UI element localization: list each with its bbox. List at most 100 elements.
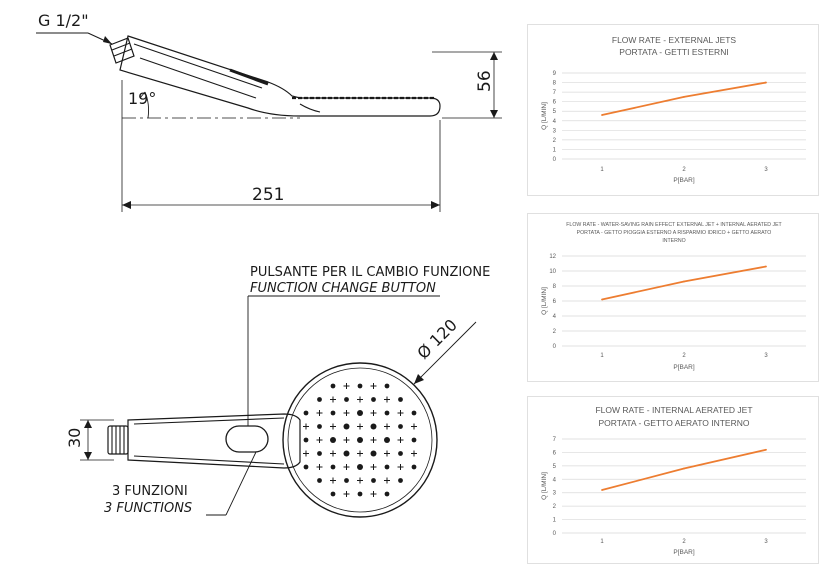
y-tick-label: 4: [553, 314, 557, 320]
nozzle-hole: [303, 464, 309, 470]
nozzle-cross: [357, 396, 363, 403]
nozzle-cross: [343, 410, 350, 416]
y-tick-label: 4: [553, 477, 557, 483]
x-axis-label: P[BAR]: [673, 549, 695, 556]
chart-title-line: PORTATA - GETTO PIOGGIA ESTERNO A RISPAR…: [577, 230, 772, 236]
button-label-en: FUNCTION CHANGE BUTTON: [250, 281, 436, 296]
data-point: [765, 81, 767, 84]
nozzle-hole: [317, 451, 322, 456]
nozzle-hole: [343, 423, 350, 430]
nozzle-hole: [357, 383, 363, 389]
nozzle-hole: [384, 383, 390, 389]
x-tick-label: 3: [764, 539, 768, 545]
y-tick-label: 0: [553, 344, 557, 350]
series-line: [601, 265, 767, 301]
nozzle-hole: [398, 397, 403, 402]
nozzle-hole: [330, 383, 336, 389]
y-tick-label: 7: [553, 437, 557, 443]
y-tick-label: 2: [553, 504, 557, 510]
data-point: [601, 489, 603, 491]
data-point: [765, 448, 767, 451]
data-point: [683, 280, 685, 283]
nozzle-cross: [384, 450, 390, 457]
nozzle-cross: [370, 383, 377, 389]
y-tick-label: 8: [553, 81, 557, 87]
thread-label: G 1/2": [38, 11, 89, 30]
nozzle-hole: [411, 464, 417, 470]
nozzle-hole: [398, 451, 403, 456]
nozzle-hole: [411, 410, 417, 416]
y-tick-label: 12: [549, 254, 556, 260]
shower-head-nozzles: [303, 383, 417, 497]
nozzle-cross: [384, 423, 390, 430]
x-axis-label: P[BAR]: [673, 177, 695, 184]
x-tick-label: 3: [764, 167, 768, 173]
nozzle-hole: [330, 464, 336, 470]
nozzle-cross: [316, 410, 323, 416]
data-point: [765, 265, 767, 268]
y-tick-label: 5: [553, 109, 557, 115]
nozzle-hole: [317, 424, 322, 429]
nozzle-cross: [343, 383, 350, 389]
nozzle-cross: [384, 477, 390, 484]
nozzle-hole: [344, 478, 349, 483]
diameter-dimension: Ø 120: [413, 315, 461, 363]
nozzle-cross: [370, 464, 377, 470]
nozzle-hole: [371, 397, 376, 402]
y-axis-label: Q [L/MIN]: [541, 472, 548, 500]
y-axis-label: Q [L/MIN]: [541, 287, 548, 315]
technical-drawing: G 1/2" 56 19° 251 PULSANTE P: [36, 11, 502, 518]
data-point: [683, 95, 685, 98]
y-tick-label: 6: [553, 299, 557, 305]
nozzle-cross: [370, 491, 377, 497]
nozzle-hole: [317, 397, 322, 402]
nozzle-hole: [330, 410, 336, 416]
nozzle-cross: [370, 437, 377, 443]
series-line: [601, 448, 767, 491]
y-tick-label: 3: [553, 491, 557, 497]
nozzle-cross: [397, 410, 404, 416]
y-tick-label: 6: [553, 450, 557, 456]
x-tick-label: 1: [600, 353, 604, 359]
nozzle-hole: [398, 424, 403, 429]
y-tick-label: 0: [553, 531, 557, 537]
y-tick-label: 4: [553, 119, 557, 125]
angle-dimension: 19°: [128, 89, 156, 108]
nozzle-cross: [330, 396, 336, 403]
chart-title-line: FLOW RATE - INTERNAL AERATED JET: [595, 405, 752, 415]
chart-title-line: FLOW RATE - WATER-SAVING RAIN EFFECT EXT…: [566, 222, 782, 228]
nozzle-cross: [411, 450, 417, 457]
x-tick-label: 2: [682, 167, 686, 173]
nozzle-hole: [371, 478, 376, 483]
nozzle-hole: [303, 437, 309, 443]
nozzle-cross: [316, 437, 323, 443]
nozzle-hole: [343, 450, 350, 457]
chart-title-line: PORTATA - GETTI ESTERNI: [619, 47, 728, 57]
y-tick-label: 9: [553, 71, 557, 77]
dimension-arrows: [103, 36, 498, 209]
nozzle-hole: [344, 397, 349, 402]
nozzle-cross: [330, 477, 336, 484]
chart-combined-jets: FLOW RATE - WATER-SAVING RAIN EFFECT EXT…: [527, 213, 819, 382]
y-tick-label: 1: [553, 147, 557, 153]
series-line: [601, 81, 767, 116]
length-dimension: 251: [252, 185, 284, 205]
nozzle-cross: [357, 450, 363, 457]
nozzle-hole: [370, 450, 377, 457]
nozzle-hole: [384, 437, 390, 443]
x-tick-label: 2: [682, 353, 686, 359]
nozzle-cross: [343, 491, 350, 497]
y-axis-label: Q [L/MIN]: [541, 102, 548, 130]
y-tick-label: 8: [553, 284, 557, 290]
data-point: [601, 298, 603, 301]
nozzle-hole: [357, 437, 363, 443]
button-label-it: PULSANTE PER IL CAMBIO FUNZIONE: [250, 265, 490, 280]
nozzle-cross: [316, 464, 323, 470]
nozzle-hole: [357, 464, 363, 470]
nozzle-hole: [384, 491, 390, 497]
y-tick-label: 2: [553, 329, 557, 335]
y-tick-label: 2: [553, 138, 557, 144]
chart-title-line: PORTATA - GETTO AERATO INTERNO: [599, 418, 750, 428]
nozzle-hole: [398, 478, 403, 483]
